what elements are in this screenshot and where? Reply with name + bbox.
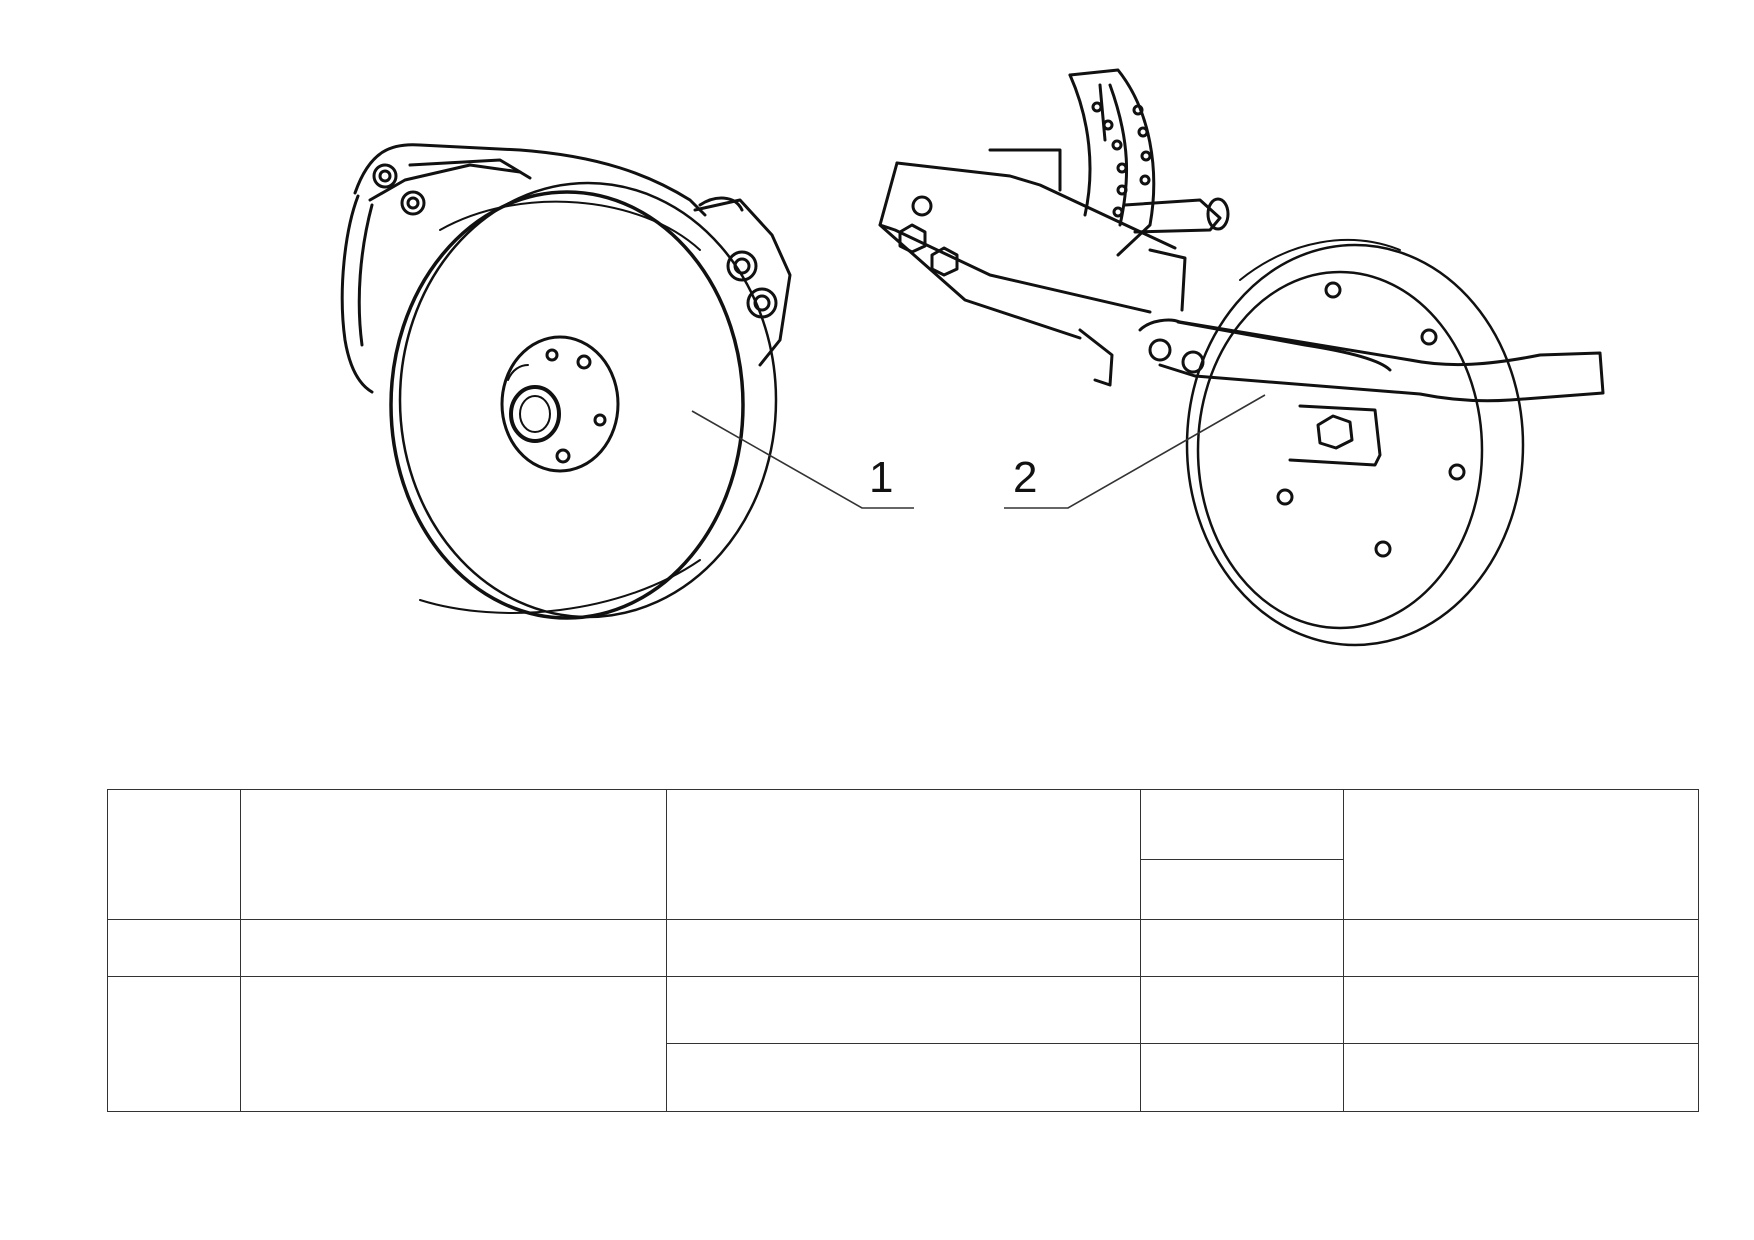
table-cell: [666, 919, 1141, 977]
table-header-row: [107, 789, 1699, 920]
table-cell: [666, 976, 1141, 1044]
table-cell: [1140, 1043, 1344, 1112]
callout-leaders: [691, 394, 1266, 509]
header-cell-2: [240, 789, 667, 920]
header-cell-4-top: [1140, 789, 1344, 860]
table-cell: [1343, 919, 1699, 977]
table-header-subrow: [108, 859, 1699, 920]
table-cell: [240, 919, 667, 977]
table-row: [107, 919, 1699, 977]
parts-illustration: 1 2: [340, 68, 1605, 647]
callout-number-2: 2: [1013, 453, 1037, 502]
table-cell: [1343, 1043, 1699, 1112]
callout-leader-2: [1004, 394, 1266, 509]
header-cell-4-bottom: [1140, 859, 1344, 920]
callout-number-1: 1: [869, 453, 893, 502]
table-cell: [1140, 919, 1344, 977]
header-cell-3: [666, 789, 1141, 920]
callout-leader-1: [691, 410, 914, 509]
table-cell: [1343, 976, 1699, 1044]
table-cell: [666, 1043, 1141, 1112]
table-cell: [107, 919, 241, 977]
table-subrow: [108, 1043, 1699, 1112]
disc-opener-drawing: [340, 143, 792, 620]
header-cell-1: [107, 789, 241, 920]
table-cell: [240, 976, 667, 1112]
table-row: [107, 976, 1699, 1112]
header-cell-5: [1343, 789, 1699, 920]
table-cell: [1140, 976, 1344, 1044]
gauge-wheel-drawing: [878, 68, 1605, 647]
table-cell: [107, 976, 241, 1112]
parts-table: [107, 789, 1699, 1112]
